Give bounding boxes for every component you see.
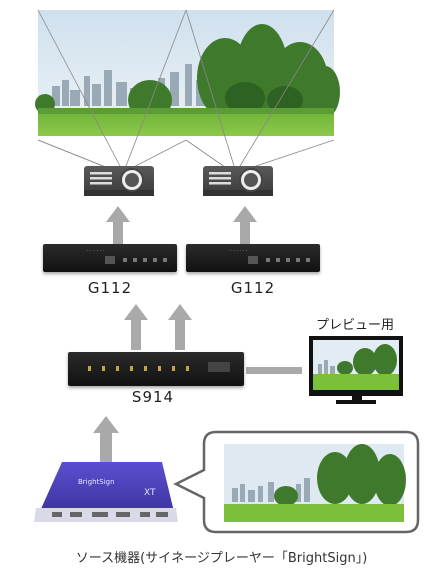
switcher-label-1: G112 xyxy=(87,279,133,297)
switcher-device-1: · · · · · · xyxy=(43,244,177,272)
arrow-source-to-scaler xyxy=(93,416,119,462)
player-model-label: XT xyxy=(144,488,156,498)
arrow-scaler-to-switcher-2 xyxy=(168,304,192,350)
preview-monitor xyxy=(309,336,403,404)
arrow-switcher-to-projector-2 xyxy=(233,206,257,244)
switcher-device-2: · · · · · · xyxy=(186,244,320,272)
switcher-label-2: G112 xyxy=(230,279,276,297)
arrow-scaler-to-switcher-1 xyxy=(124,304,148,350)
brightsign-logo: BrightSign xyxy=(78,478,115,486)
projector-1 xyxy=(84,166,154,196)
arrow-switcher-to-projector-1 xyxy=(106,206,130,244)
scaler-device xyxy=(68,352,244,386)
projector-2 xyxy=(203,166,273,196)
projection-screen xyxy=(35,10,340,136)
source-caption: ソース機器(サイネージプレーヤー「BrightSign」) xyxy=(75,551,368,566)
connector-scaler-to-preview xyxy=(246,367,302,374)
scaler-label: S914 xyxy=(131,388,175,406)
content-bubble xyxy=(173,430,420,534)
brightsign-player xyxy=(34,462,178,522)
preview-label: プレビュー用 xyxy=(315,318,394,333)
